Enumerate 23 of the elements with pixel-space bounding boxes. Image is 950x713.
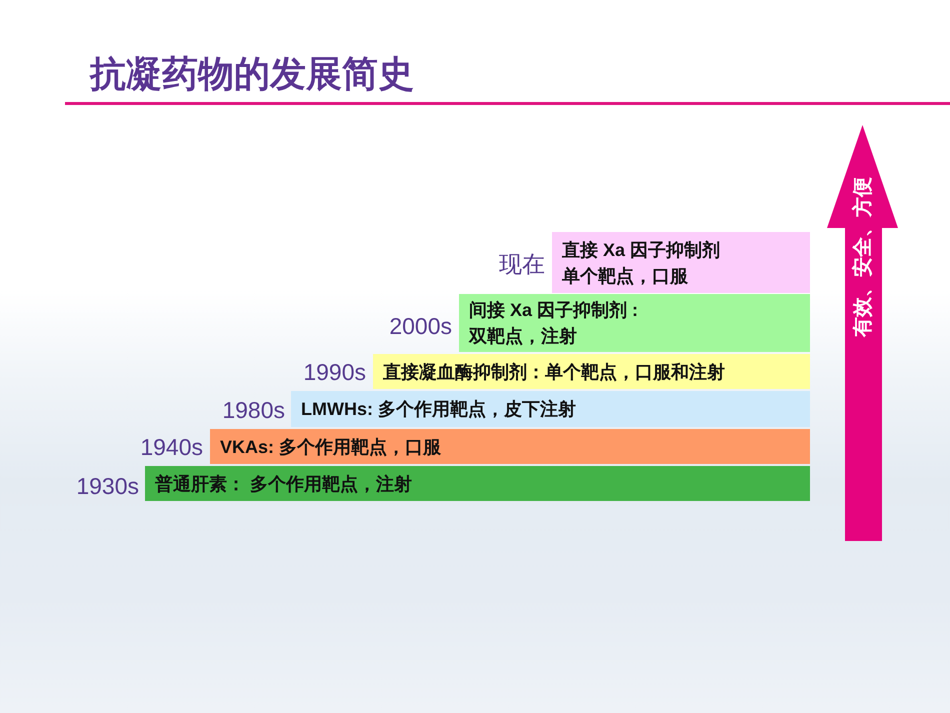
bar-text: 双靶点，注射 (469, 325, 577, 348)
timeline-bar (145, 466, 810, 501)
bar-text: 直接凝血酶抑制剂：单个靶点，口服和注射 (383, 360, 725, 384)
slide-title: 抗凝药物的发展简史 (90, 52, 414, 96)
arrow-text: 有效、安全、方便 (851, 177, 875, 337)
up-arrow (827, 125, 898, 541)
year-label: 现在 (499, 250, 545, 278)
year-label: 1940s (140, 433, 203, 461)
bar-text: LMWHs: 多个作用靶点，皮下注射 (301, 398, 576, 421)
year-label: 1930s (76, 472, 139, 500)
bar-text: 单个靶点，口服 (562, 264, 688, 288)
bar-text: 普通肝素： 多个作用靶点，注射 (155, 472, 412, 496)
timeline-bar (291, 391, 810, 427)
timeline-bar (210, 429, 810, 464)
bar-text: 间接 Xa 因子抑制剂 : (469, 299, 638, 322)
bar-text: 直接 Xa 因子抑制剂 (562, 238, 720, 262)
year-label: 1980s (222, 396, 285, 424)
year-label: 2000s (389, 312, 452, 340)
bar-text: VKAs: 多个作用靶点，口服 (220, 436, 442, 458)
timeline-bar (552, 232, 810, 293)
timeline-bar (373, 354, 810, 389)
timeline-bar (459, 294, 810, 352)
year-label: 1990s (303, 358, 366, 386)
